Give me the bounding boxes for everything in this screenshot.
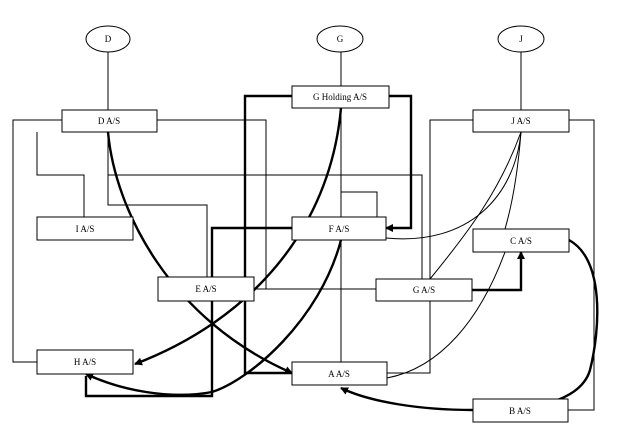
owner-d-label: D: [105, 34, 112, 44]
line-fas-to-has-path: [84, 226, 292, 398]
entity-d-as: D A/S: [61, 109, 158, 133]
owner-j-label: J: [519, 34, 523, 44]
entity-e-as-box: [157, 276, 255, 302]
entity-j-as-label: J A/S: [511, 116, 530, 126]
entity-c-as: C A/S: [472, 228, 570, 253]
entity-j-as: J A/S: [472, 109, 570, 133]
curve-jas-to-gas: [429, 131, 522, 280]
entity-d-as-label: D A/S: [98, 116, 120, 126]
line-jas-to-aas: [387, 119, 473, 374]
owner-j-shape: [497, 25, 545, 53]
entity-h-as-box: [36, 349, 134, 375]
entity-f-as-label: F A/S: [329, 224, 350, 234]
entity-g-as-box: [375, 278, 473, 302]
entity-e-as: E A/S: [157, 276, 255, 302]
line-das-to-eas: [107, 132, 208, 277]
entity-g-holding-label: G Holding A/S: [313, 92, 367, 102]
entity-g-as: G A/S: [375, 278, 473, 302]
owner-d-shape: [85, 25, 131, 53]
entity-a-as: A A/S: [291, 361, 388, 386]
line-ref-to-fas: [108, 174, 423, 279]
line-jas-to-bas: [568, 119, 595, 411]
owner-j: J: [497, 25, 545, 53]
entity-d-as-box: [61, 109, 158, 133]
owner-d: D: [85, 25, 131, 53]
curve-fas-to-has: [85, 239, 343, 397]
entity-g-as-label: G A/S: [413, 285, 435, 295]
curve-jas-to-cas: [504, 131, 522, 230]
line-gas-to-cas-arrow: [472, 251, 525, 292]
owner-g-label: G: [337, 34, 344, 44]
curve-cas-to-aas: [386, 251, 506, 379]
line-das-to-ias: [36, 132, 85, 217]
entity-a-as-box: [291, 361, 388, 386]
entity-a-as-label: A A/S: [328, 369, 350, 379]
entity-i-as-box: [36, 216, 134, 241]
line-gholding-to-fas-arrow: [385, 94, 413, 232]
curve-das-to-aas: [106, 131, 293, 375]
line-gholding-to-fas: [340, 108, 378, 217]
curve-jas-to-fas: [385, 131, 522, 240]
curve-cas-to-bas: [472, 238, 599, 415]
entity-b-as: B A/S: [472, 398, 569, 423]
owner-g: G: [316, 25, 364, 53]
entity-f-as: F A/S: [291, 216, 387, 241]
entity-h-as: H A/S: [36, 349, 134, 375]
entity-i-as: I A/S: [36, 216, 134, 241]
entity-f-as-box: [291, 216, 387, 241]
thin-connectors: [12, 52, 595, 411]
entity-g-holding-box: [291, 85, 390, 109]
entity-j-as-box: [472, 109, 570, 133]
curve-gholding-to-has: [134, 107, 343, 366]
entity-b-as-label: B A/S: [509, 406, 531, 416]
line-gholding-left-branch: [243, 94, 292, 375]
line-das-to-has: [12, 119, 62, 363]
curve-bas-to-aas: [340, 386, 474, 412]
owner-g-shape: [316, 25, 364, 53]
entity-c-as-label: C A/S: [510, 236, 532, 246]
entity-g-holding: G Holding A/S: [291, 85, 390, 109]
entity-b-as-box: [472, 398, 569, 423]
entity-h-as-label: H A/S: [74, 357, 96, 367]
entity-e-as-label: E A/S: [195, 284, 216, 294]
entity-c-as-box: [472, 228, 570, 253]
entity-i-as-label: I A/S: [76, 224, 95, 234]
